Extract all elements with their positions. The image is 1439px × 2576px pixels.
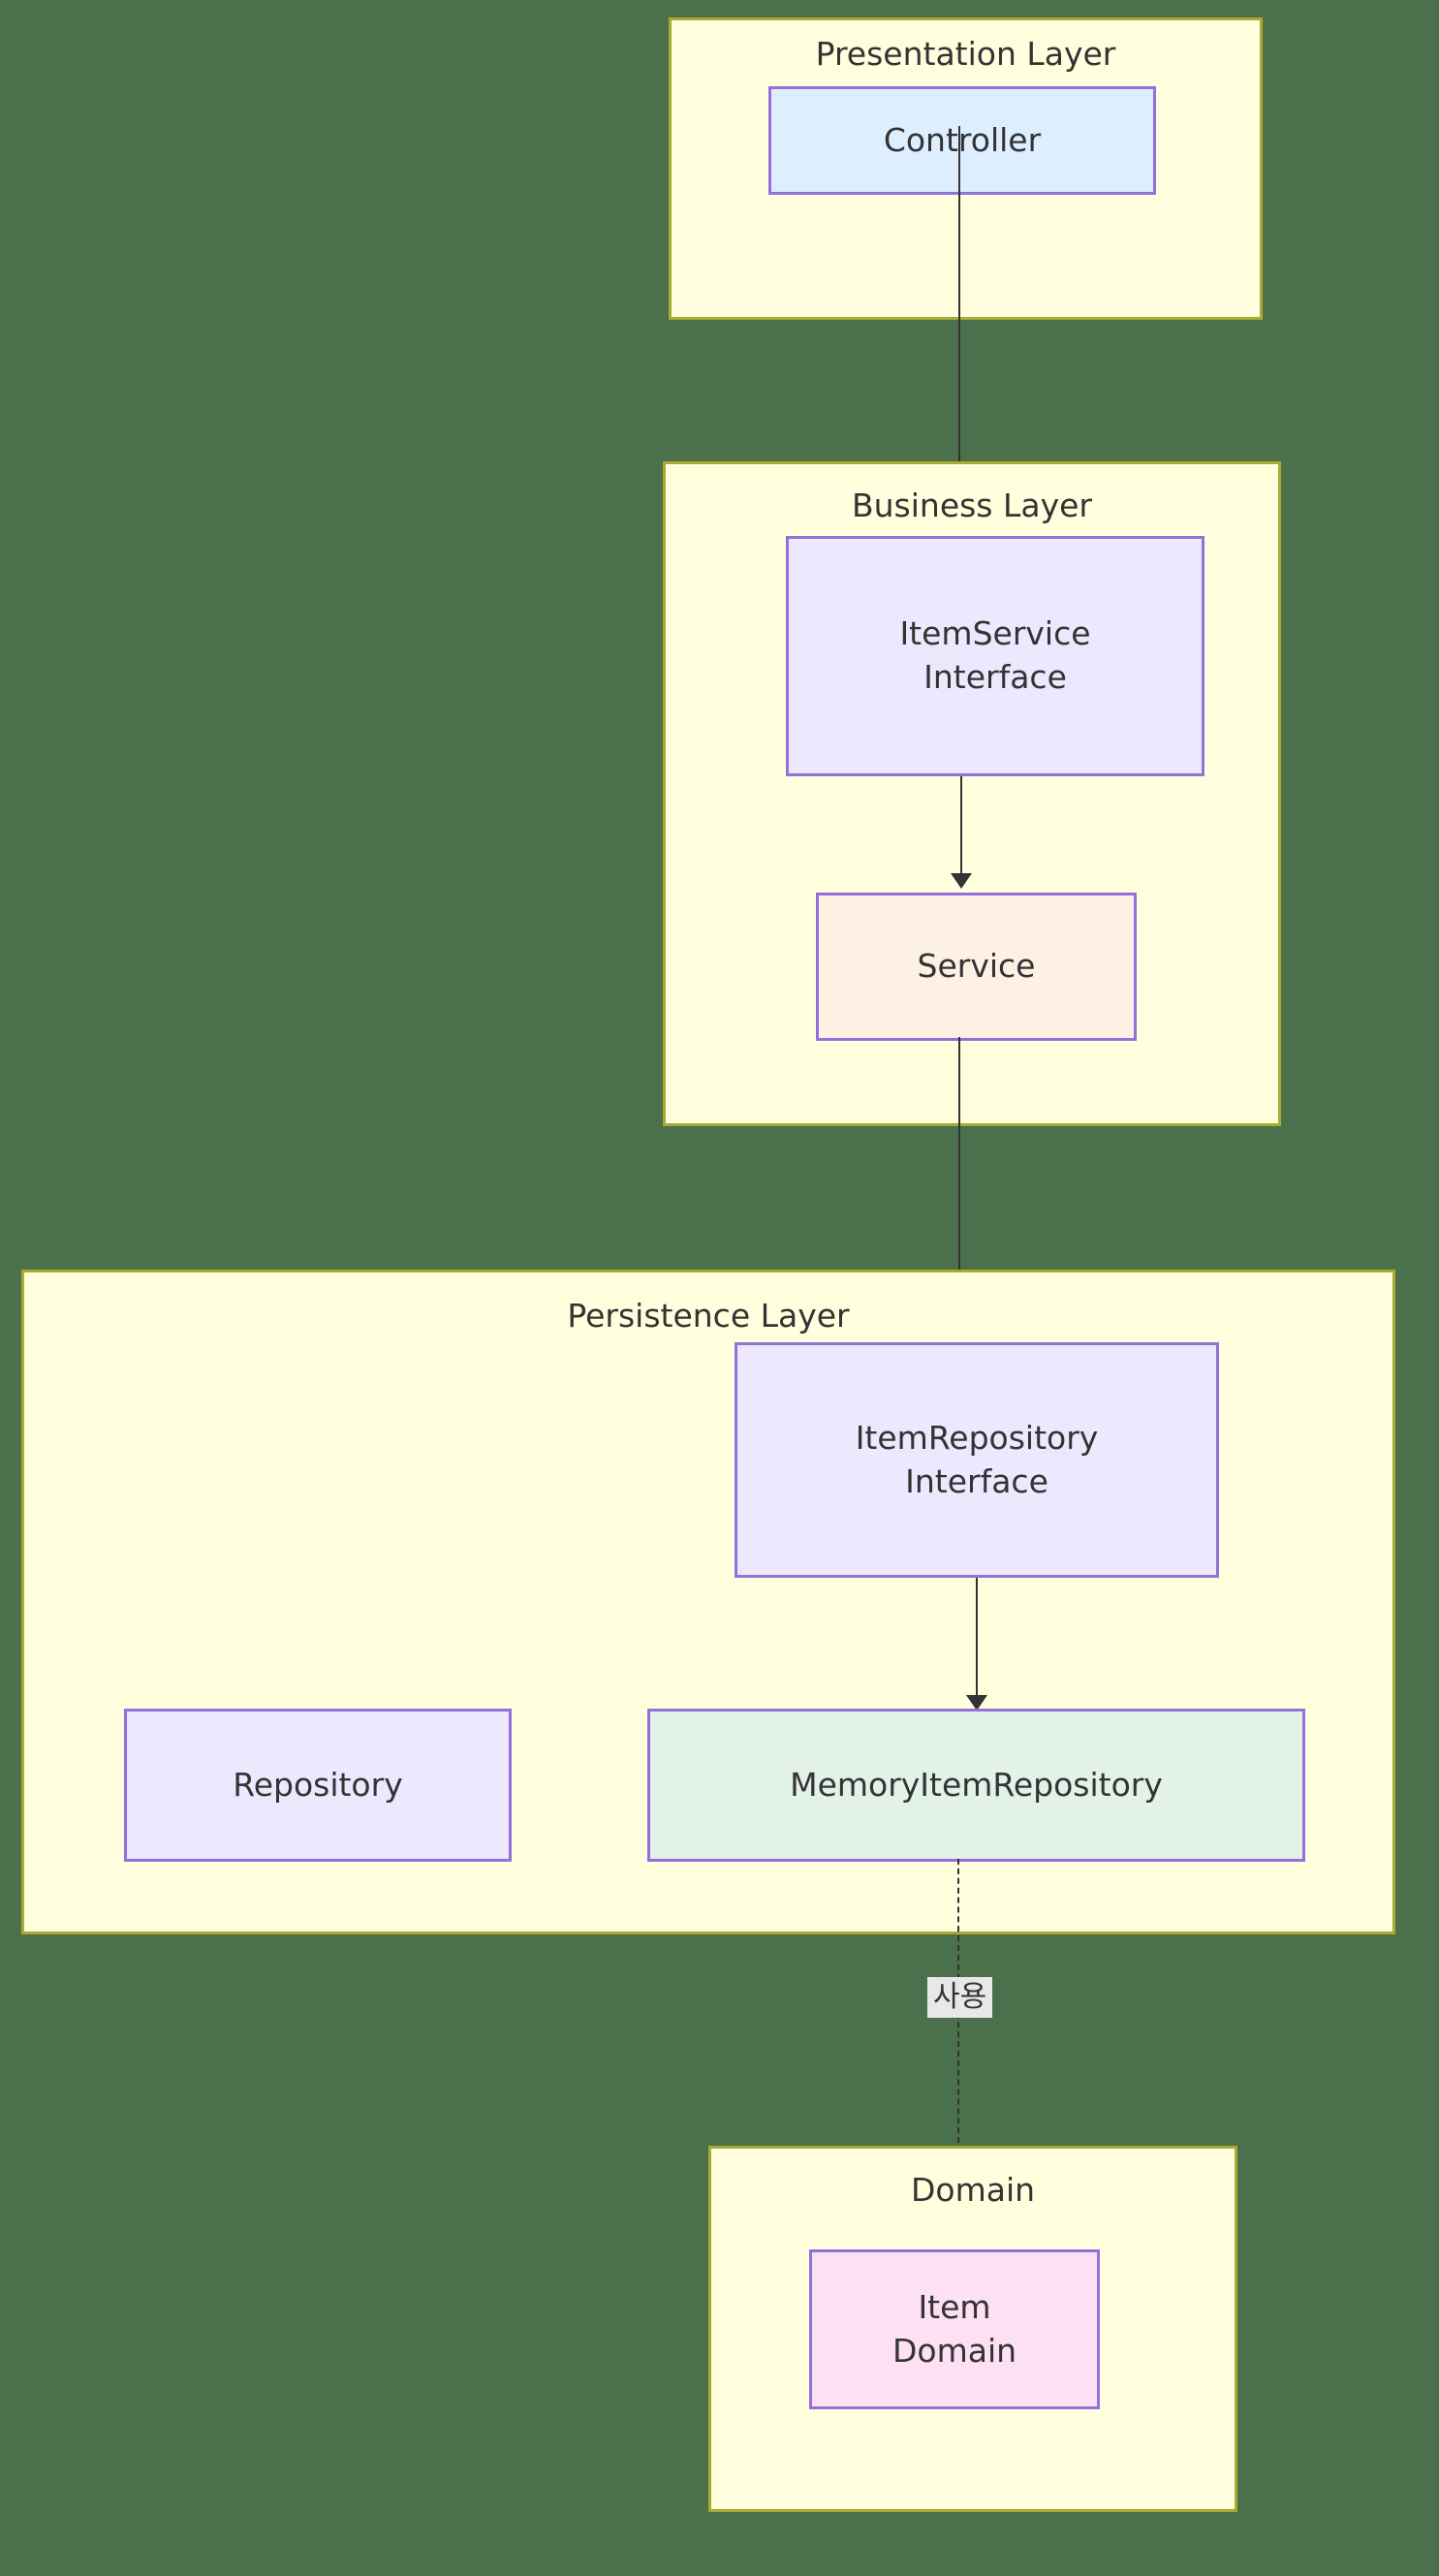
node-item-domain[interactable]: Item Domain [809,2249,1100,2409]
layer-business[interactable]: Business Layer ItemService Interface Ser… [663,461,1281,1126]
node-item-repository-interface[interactable]: ItemRepository Interface [735,1342,1219,1578]
layer-business-title: Business Layer [851,487,1092,524]
layer-presentation-title: Presentation Layer [815,35,1116,73]
layer-persistence-title: Persistence Layer [567,1297,850,1335]
node-memory-item-repository[interactable]: MemoryItemRepository [647,1709,1305,1862]
edge-itemrepository-to-memoryitemrepository-arrow [966,1695,987,1711]
node-item-repository-interface-label-line1: ItemRepository [855,1418,1099,1457]
layer-persistence[interactable]: Persistence Layer ItemRepository Interfa… [21,1270,1395,1934]
layer-presentation[interactable]: Presentation Layer Controller [669,17,1263,320]
edge-service-to-itemrepository-line [958,1037,960,1337]
node-service-label: Service [917,947,1036,986]
node-item-domain-label-line2: Domain [892,2331,1017,2370]
node-item-domain-label-line1: Item [918,2287,991,2326]
edge-itemservice-to-service-arrow [951,873,972,889]
node-repository-label: Repository [233,1765,403,1804]
node-memory-item-repository-label: MemoryItemRepository [790,1765,1163,1804]
edge-usage-label: 사용 [927,1977,993,2018]
edge-controller-to-itemservice-line [958,126,960,521]
edge-itemservice-to-service-line [960,776,962,885]
node-item-repository-interface-label-line2: Interface [905,1461,1048,1500]
edge-itemrepository-to-memoryitemrepository-line [976,1578,978,1709]
edge-memoryitemrepository-to-itemdomain-line [957,1859,959,2239]
layer-domain[interactable]: Domain Item Domain [708,2146,1237,2512]
node-item-service-interface-label-line2: Interface [923,658,1067,696]
node-item-service-interface[interactable]: ItemService Interface [786,536,1204,776]
node-controller[interactable]: Controller [768,86,1156,195]
node-repository[interactable]: Repository [124,1709,512,1862]
node-controller-label: Controller [883,120,1042,159]
node-item-service-interface-label-line1: ItemService [899,614,1091,653]
layer-domain-title: Domain [910,2171,1036,2209]
node-service[interactable]: Service [816,893,1137,1041]
